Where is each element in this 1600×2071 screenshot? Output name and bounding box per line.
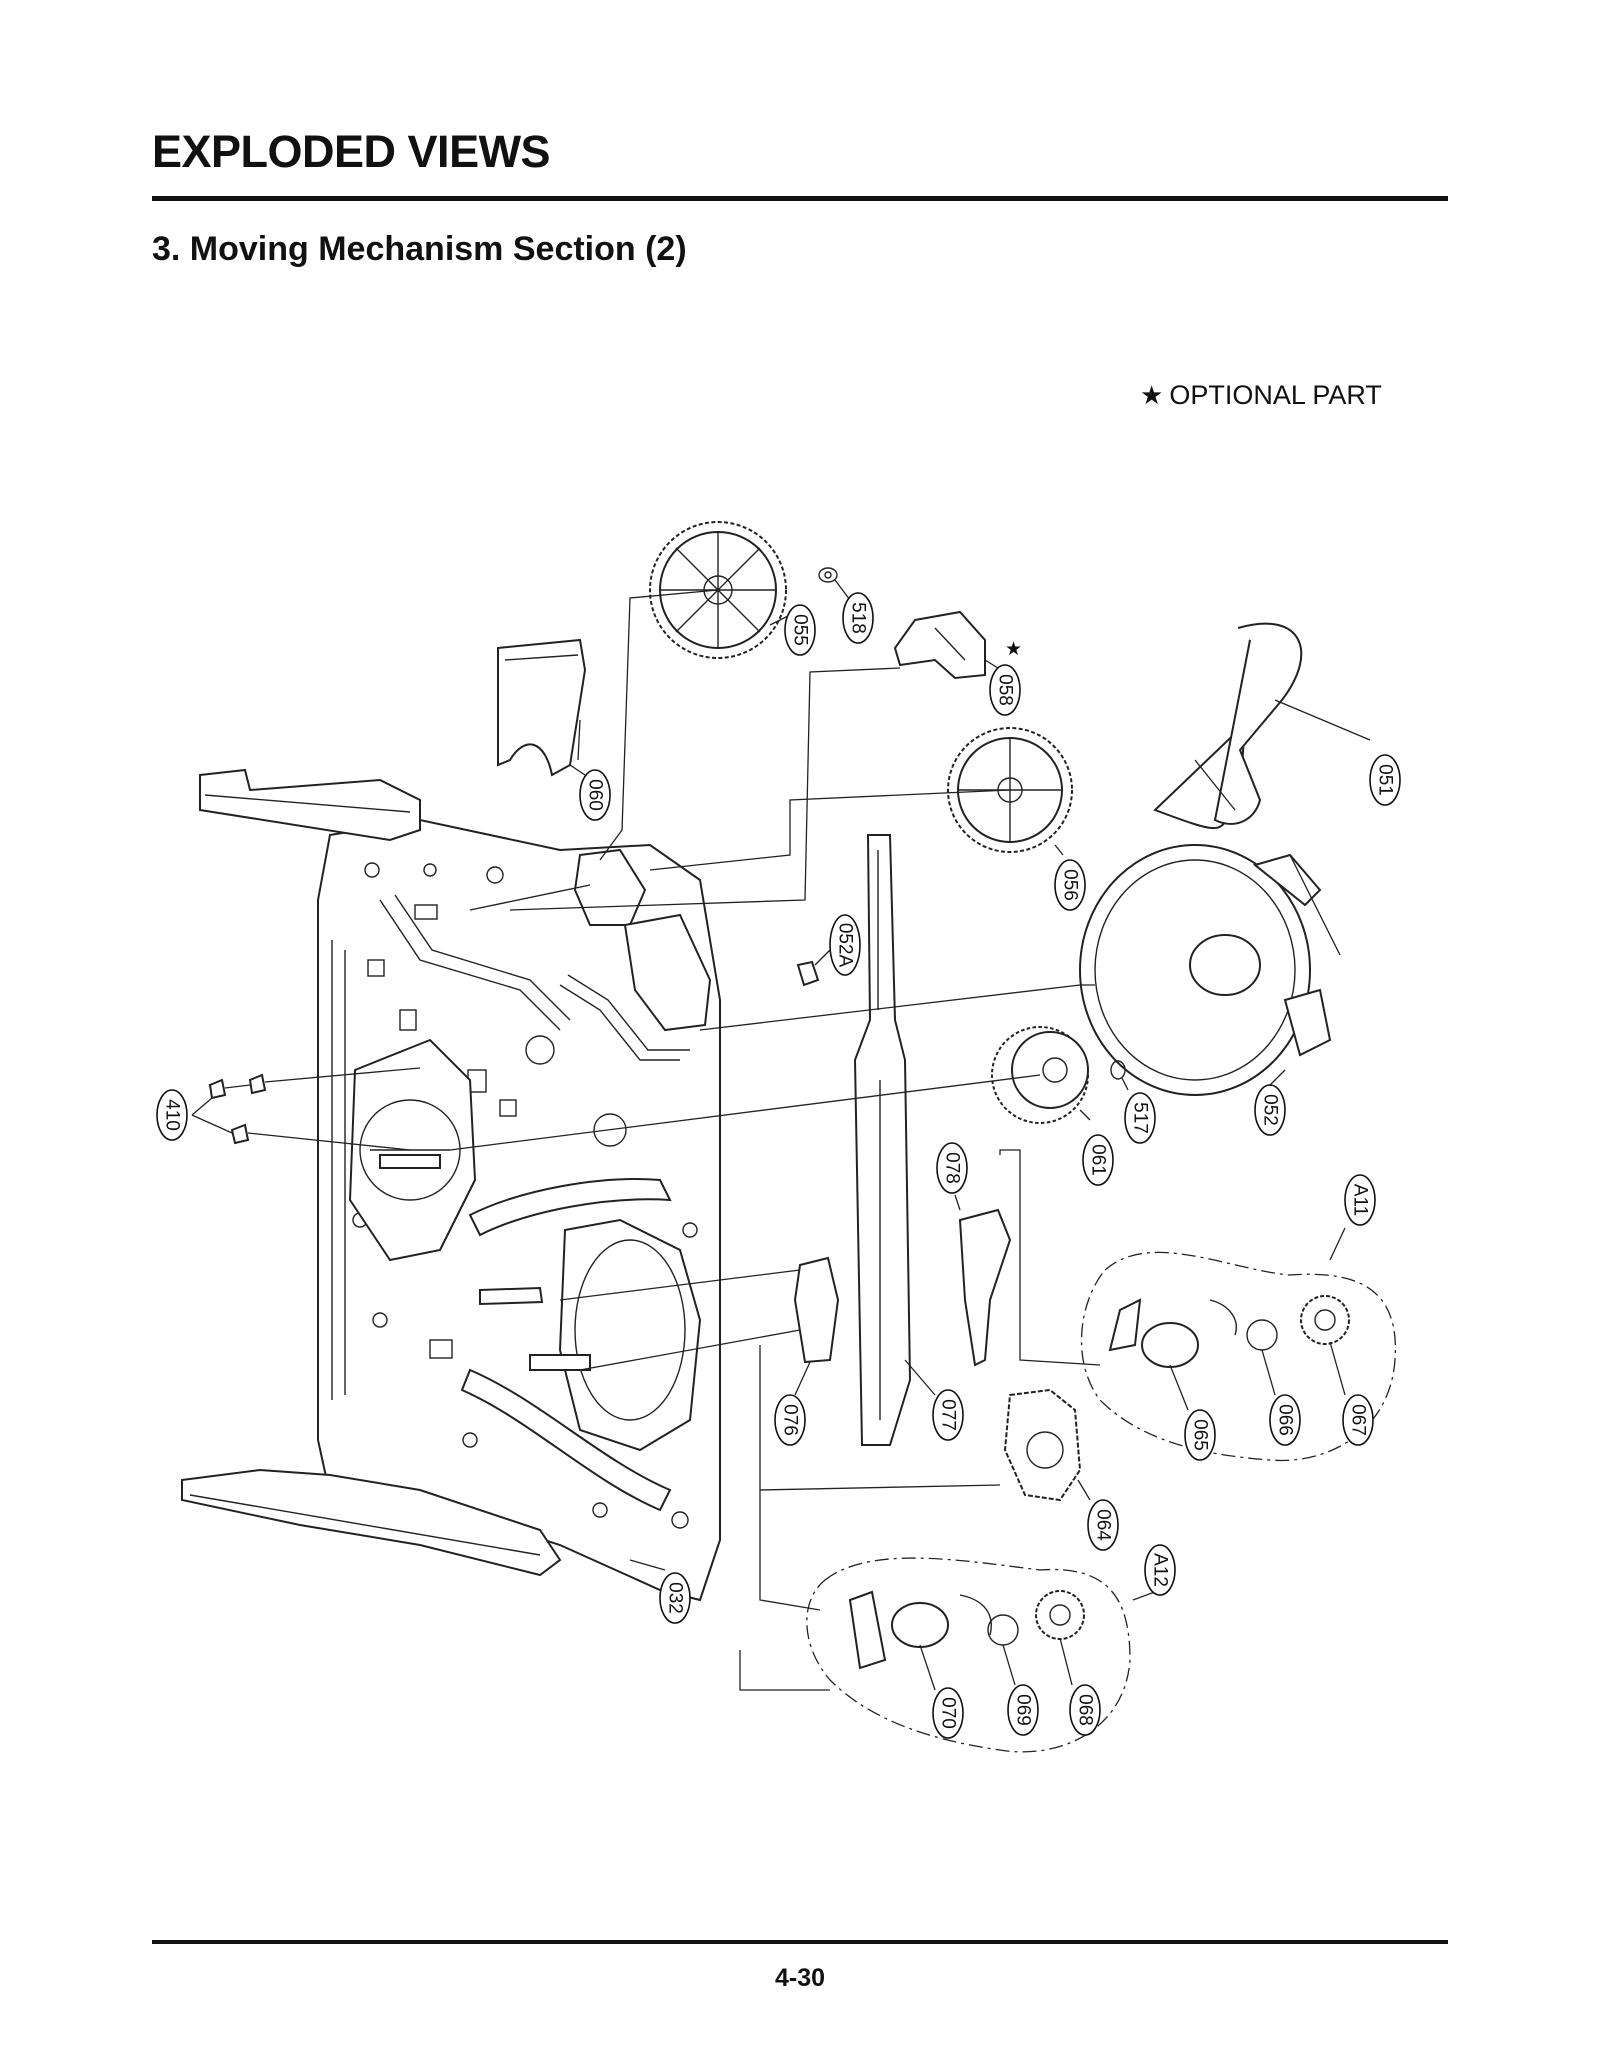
part-410-screws (191, 1067, 421, 1151)
callout-410-text: 410 (162, 1099, 183, 1131)
part-077-slide (853, 834, 912, 1446)
callout-052a-text: 052A (835, 923, 856, 968)
callout-a11-text: A11 (1350, 1184, 1371, 1216)
callout-058: 058 (989, 664, 1021, 716)
callout-518: 518 (842, 592, 874, 644)
callout-078-text: 078 (942, 1152, 963, 1184)
star-icon: ★ (1140, 380, 1164, 410)
page-number: 4-30 (774, 1964, 826, 1992)
part-052a-screw (796, 960, 820, 987)
callout-517: 517 (1124, 1092, 1156, 1144)
callout-070: 070 (932, 1687, 964, 1739)
callout-a12: A12 (1144, 1544, 1176, 1596)
callout-032-text: 032 (665, 1582, 686, 1614)
callout-a12-text: A12 (1150, 1553, 1171, 1587)
label-leaders (569, 579, 1371, 1691)
part-051-belt (1153, 622, 1303, 830)
part-076-bracket (793, 1256, 840, 1364)
callout-068-text: 068 (1075, 1694, 1096, 1726)
part-064-cam (1003, 1388, 1082, 1502)
callout-067-text: 067 (1348, 1404, 1369, 1436)
legend-text: OPTIONAL PART (1169, 380, 1382, 410)
callout-067: 067 (1342, 1394, 1374, 1446)
callout-069-text: 069 (1013, 1694, 1034, 1726)
callout-069: 069 (1007, 1684, 1039, 1736)
callout-052a: 052A (829, 914, 861, 976)
callout-064: 064 (1087, 1499, 1119, 1551)
callout-032: 032 (659, 1572, 691, 1624)
callout-076: 076 (774, 1394, 806, 1446)
callout-055: 055 (784, 604, 816, 656)
page-title: EXPLODED VIEWS (152, 126, 551, 177)
chassis-frame (181, 768, 721, 1602)
part-518-washer (818, 567, 838, 583)
callout-077: 077 (932, 1389, 964, 1441)
optional-star-icon: ★ (1005, 639, 1022, 660)
assembly-lines (449, 589, 1341, 1691)
callout-056-text: 056 (1060, 869, 1081, 901)
callout-a11: A11 (1344, 1174, 1376, 1226)
part-058-clip (893, 610, 986, 680)
callout-060-text: 060 (585, 779, 606, 811)
part-060-bracket (497, 638, 587, 777)
footer-rule (152, 1940, 1448, 1944)
header-rule (152, 196, 1448, 201)
callout-064-text: 064 (1093, 1509, 1114, 1541)
callout-058-text: 058 (995, 674, 1016, 706)
callout-052: 052 (1254, 1084, 1286, 1136)
callout-051-text: 051 (1375, 764, 1396, 796)
callout-060: 060 (579, 769, 611, 821)
callout-068: 068 (1069, 1684, 1101, 1736)
part-052-pulley (1079, 844, 1332, 1096)
callout-517-text: 517 (1130, 1102, 1151, 1134)
callout-078: 078 (936, 1142, 968, 1194)
callout-061-text: 061 (1088, 1144, 1109, 1176)
subassembly-a11 (1080, 1251, 1397, 1462)
callout-051: 051 (1369, 754, 1401, 806)
optional-part-legend: ★OPTIONAL PART (1140, 380, 1382, 411)
callout-066-text: 066 (1275, 1404, 1296, 1436)
callout-056: 056 (1054, 859, 1086, 911)
callout-065-text: 065 (1190, 1419, 1211, 1451)
section-title: 3. Moving Mechanism Section (2) (152, 230, 687, 268)
callout-076-text: 076 (780, 1404, 801, 1436)
callout-065: 065 (1184, 1409, 1216, 1461)
callout-055-text: 055 (790, 614, 811, 646)
callout-066: 066 (1269, 1394, 1301, 1446)
callout-518-text: 518 (848, 602, 869, 634)
callout-410: 410 (156, 1089, 188, 1141)
subassembly-a12 (806, 1557, 1131, 1753)
callout-061: 061 (1082, 1134, 1114, 1186)
callout-070-text: 070 (938, 1697, 959, 1729)
callout-052-text: 052 (1260, 1094, 1281, 1126)
part-078-lever (958, 1208, 1012, 1367)
part-517-washer (1110, 1060, 1126, 1080)
callout-077-text: 077 (938, 1399, 959, 1431)
